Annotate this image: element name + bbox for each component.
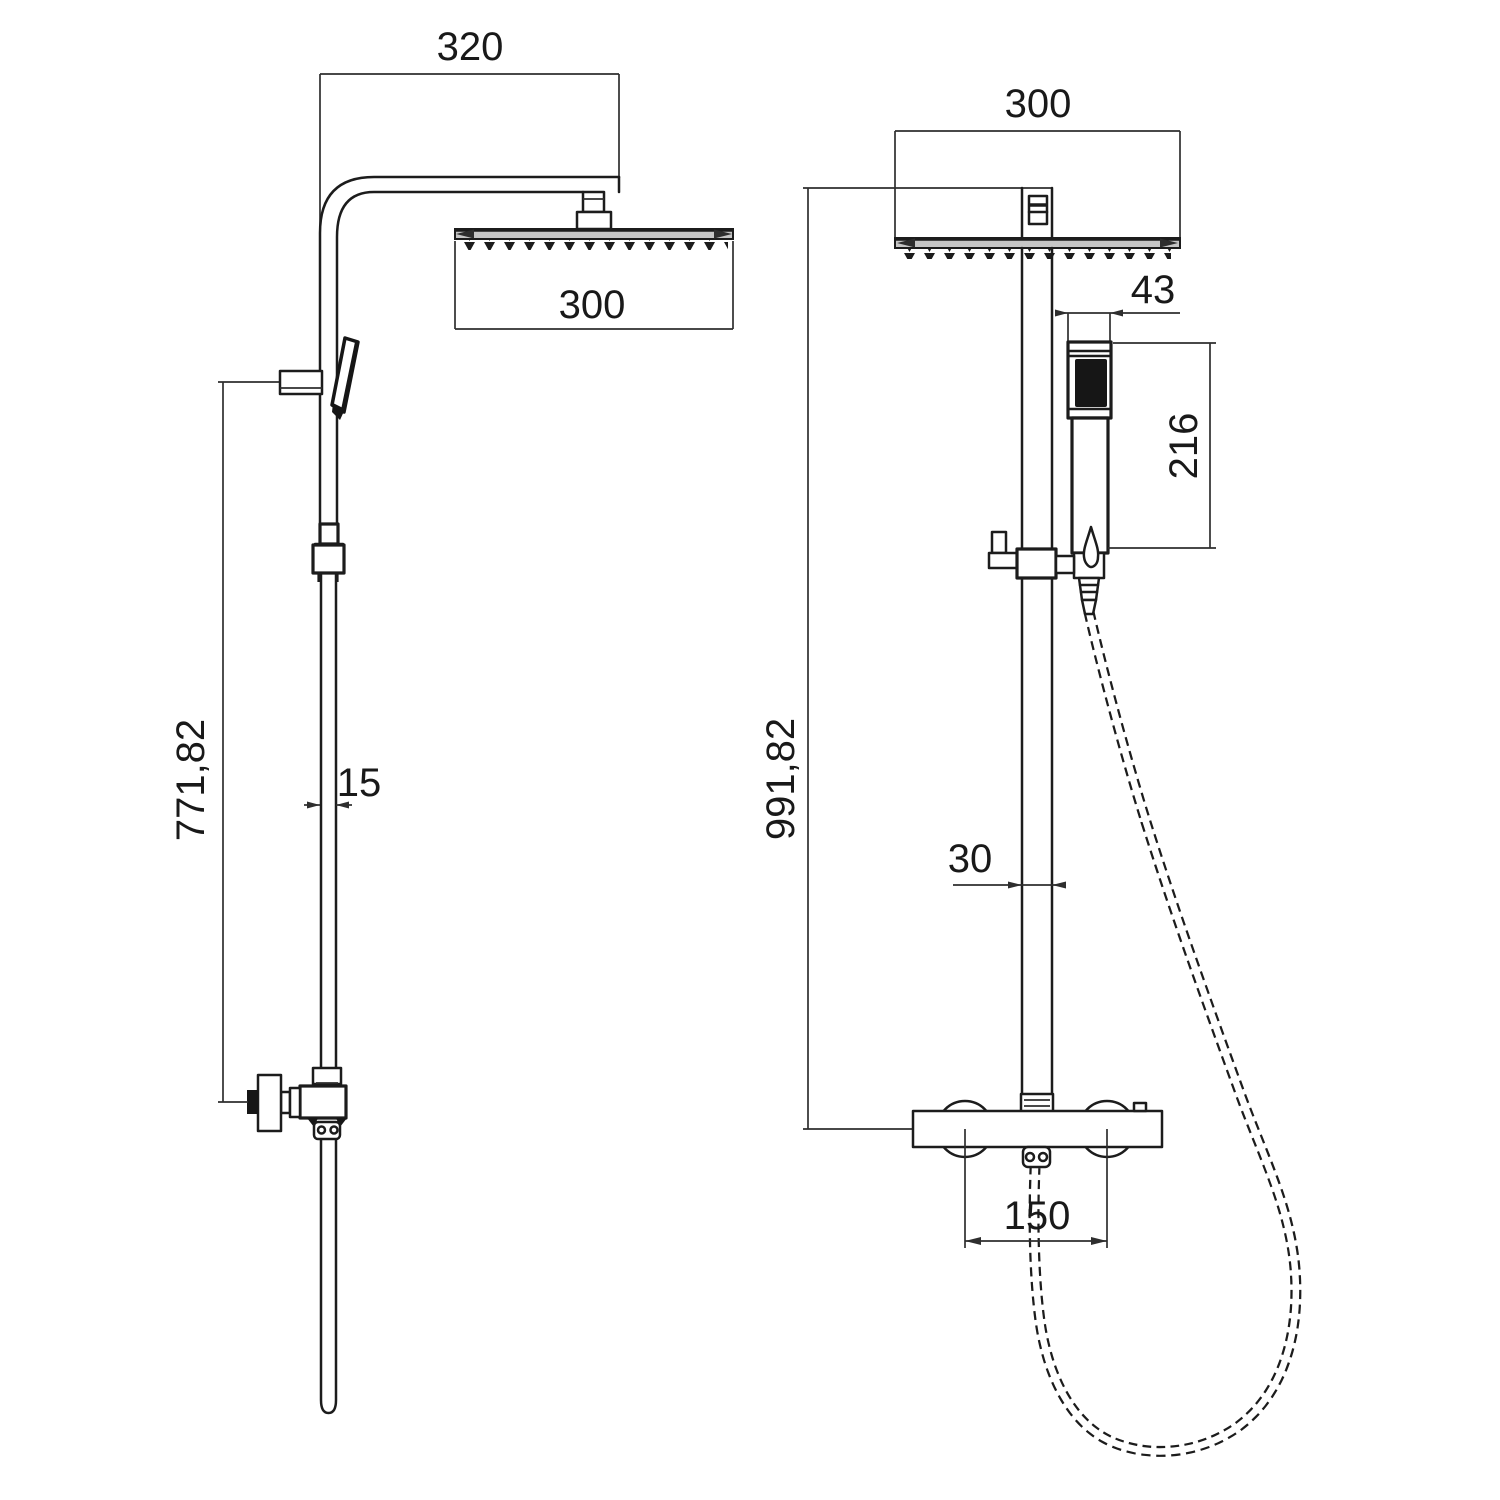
valve-body-front	[911, 1109, 1164, 1149]
holder-clip-front	[1082, 525, 1100, 569]
front-head-stem	[1020, 186, 1054, 242]
slider-block-front	[1015, 547, 1058, 580]
dim-head-width-front: 300	[894, 82, 1181, 242]
dim-label-30: 30	[948, 837, 993, 881]
dim-handshower-length: 216	[1108, 342, 1216, 549]
holder-knob-side	[278, 369, 324, 396]
dim-label-300-side: 300	[559, 283, 626, 327]
dim-label-991-82: 991,82	[759, 718, 803, 840]
hook-front	[990, 530, 1008, 555]
dim-arrow-right	[714, 229, 732, 239]
dim-label-771-82: 771,82	[169, 719, 213, 841]
valve-collar-side	[311, 1066, 343, 1086]
dim-rail-length: 771,82	[169, 382, 224, 1102]
dim-rail-profile: 15	[304, 761, 381, 809]
dim-column-height: 991,82	[759, 187, 1053, 1130]
handshower-spray-face	[1075, 359, 1107, 407]
side-shower-head	[454, 228, 734, 250]
front-handshower	[1066, 340, 1113, 616]
side-handshower-holder	[218, 336, 360, 420]
front-view: 991,82 300	[759, 82, 1302, 1457]
side-hose	[319, 1138, 338, 1415]
valve-collar-front	[1019, 1092, 1055, 1114]
valve-knob-side	[256, 1073, 283, 1133]
dim-label-216: 216	[1162, 413, 1206, 480]
dim-handshower-width: 43	[1055, 268, 1180, 341]
dim-pipe-diameter: 30	[948, 837, 1066, 889]
side-view: 320 300	[169, 25, 734, 1415]
handshower-side	[330, 336, 360, 414]
dim-label-300-front: 300	[1005, 82, 1072, 126]
side-rail	[319, 571, 338, 1070]
side-riser-arm	[318, 175, 621, 526]
dim-label-43: 43	[1131, 268, 1176, 312]
front-valve	[911, 1092, 1164, 1169]
front-hose	[1028, 610, 1302, 1457]
side-head-fitting	[575, 190, 613, 231]
dim-label-320: 320	[437, 25, 504, 69]
side-slider	[311, 522, 346, 582]
dim-label-15: 15	[337, 761, 382, 805]
head-nozzles-front	[901, 248, 1171, 259]
dim-label-150: 150	[1004, 1194, 1071, 1238]
front-slider	[987, 530, 1076, 580]
valve-body-side	[298, 1084, 348, 1120]
valve-knob-cap	[247, 1090, 258, 1114]
hose-connector-cone	[1077, 576, 1101, 602]
dim-arm-reach: 320	[319, 25, 620, 233]
dim-valve-spacing: 150	[964, 1129, 1108, 1248]
head-nozzles-side	[462, 239, 728, 250]
front-riser-pipe	[1020, 246, 1054, 1096]
dim-head-width-side: 300	[454, 241, 734, 330]
dim-arrow-left	[456, 229, 474, 239]
side-valve	[218, 1066, 348, 1141]
front-shower-head	[894, 237, 1181, 259]
